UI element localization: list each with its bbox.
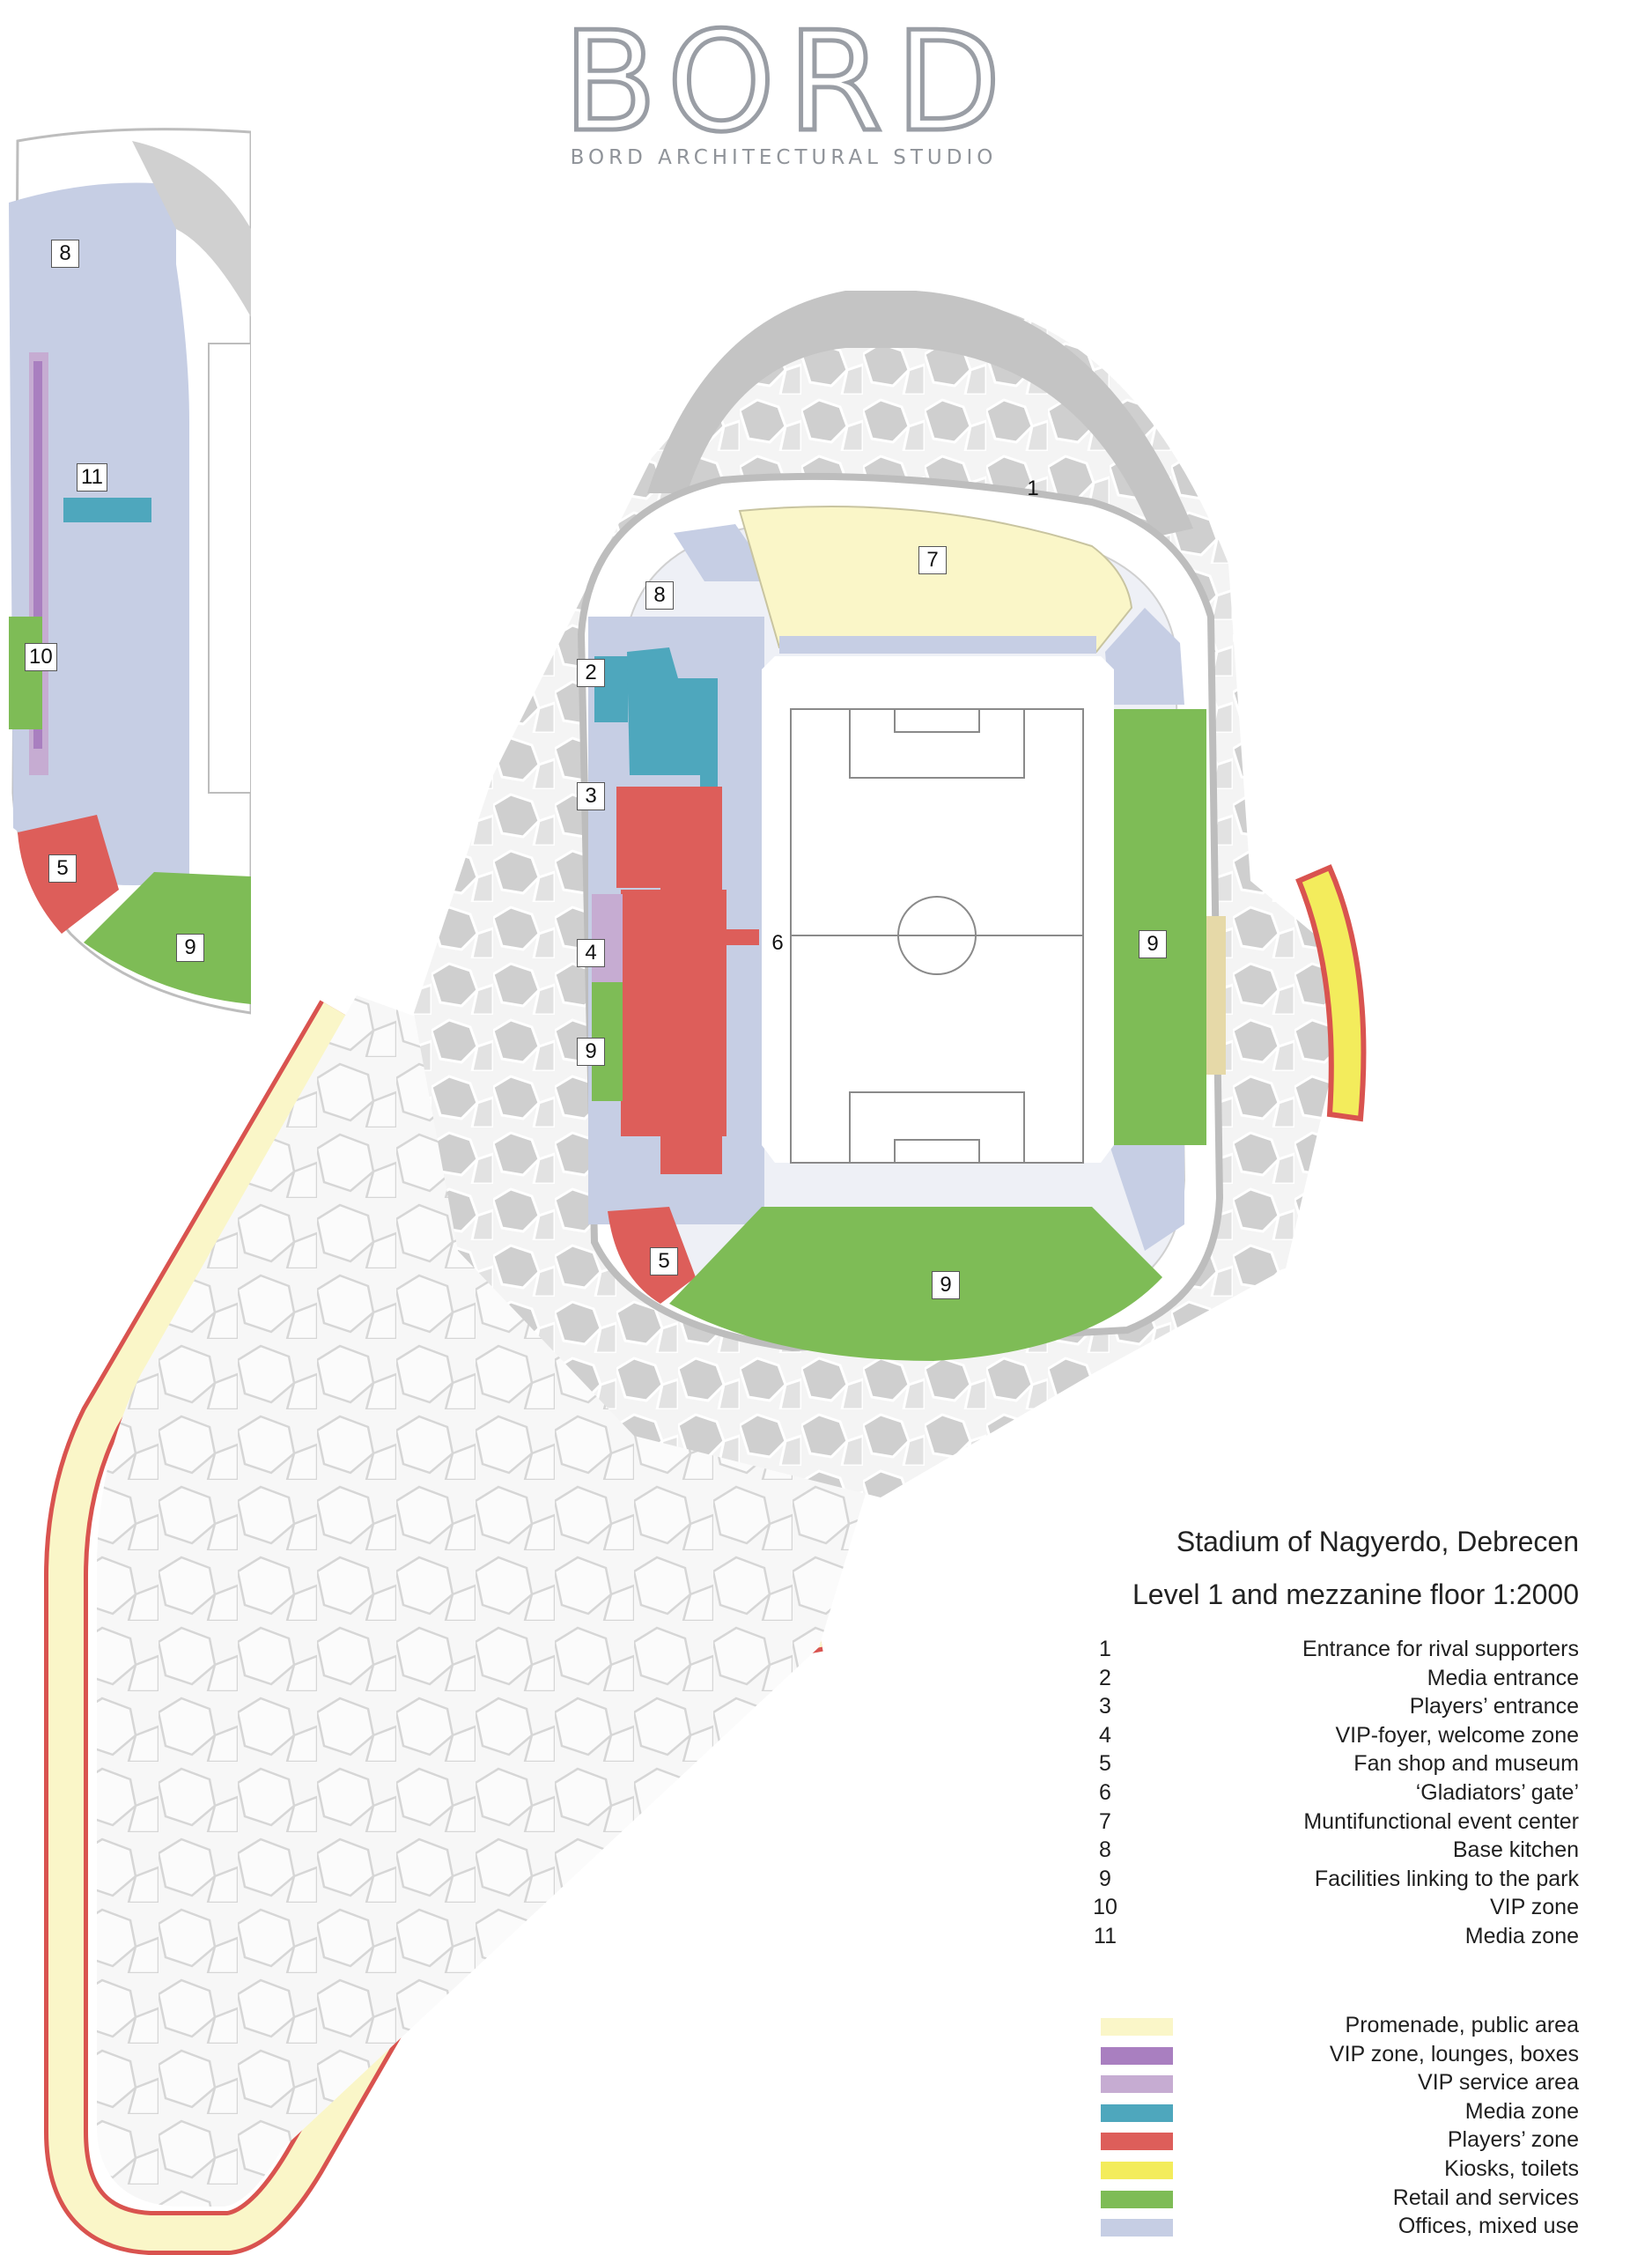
legend-number: 10 bbox=[1093, 1895, 1117, 1920]
legend-number: 3 bbox=[1099, 1694, 1111, 1719]
football-pitch bbox=[762, 656, 1114, 1164]
bord-logo-subtitle: BORD ARCHITECTURAL STUDIO bbox=[570, 146, 998, 169]
legend-label: Entrance for rival supporters bbox=[1302, 1637, 1579, 1661]
legend-label: Facilities linking to the park bbox=[1314, 1866, 1579, 1891]
color-key-label: Players’ zone bbox=[1447, 2127, 1579, 2153]
legend-label: Players’ entrance bbox=[1409, 1694, 1579, 1719]
plan-label-9-east: 9 bbox=[1139, 930, 1167, 958]
legend-item: 5 Fan shop and museum bbox=[1092, 1751, 1579, 1778]
legend-label: ‘Gladiators’ gate’ bbox=[1415, 1780, 1579, 1805]
legend-label: Base kitchen bbox=[1452, 1837, 1579, 1863]
legend-label: Media entrance bbox=[1427, 1665, 1579, 1690]
corner-offices-nw bbox=[674, 524, 775, 581]
plan-subtitle: Level 1 and mezzanine floor 1:2000 bbox=[1132, 1578, 1579, 1610]
east-kiosk-strip bbox=[1295, 864, 1367, 1122]
plan-label-7: 7 bbox=[918, 546, 947, 574]
color-key-item: Promenade, public area bbox=[1092, 2013, 1579, 2040]
zone-media bbox=[627, 647, 718, 925]
legend-label: Media zone bbox=[1464, 1924, 1579, 1948]
legend-item: 7 Muntifunctional event center bbox=[1092, 1809, 1579, 1837]
inset-mezzanine-plan bbox=[9, 128, 251, 1015]
color-swatch bbox=[1101, 2162, 1173, 2179]
legend-label: VIP zone bbox=[1489, 1895, 1579, 1920]
plan-label-1: 1 bbox=[1027, 477, 1039, 500]
color-key-item: VIP zone, lounges, boxes bbox=[1092, 2042, 1579, 2069]
legend-item: 1 Entrance for rival supporters bbox=[1092, 1637, 1579, 1664]
color-swatch bbox=[1101, 2075, 1173, 2094]
legend-number: 7 bbox=[1099, 1808, 1111, 1834]
zone-9-south-retail bbox=[669, 1207, 1162, 1361]
legend-item: 10 VIP zone bbox=[1092, 1895, 1579, 1922]
color-key-label: Media zone bbox=[1464, 2098, 1579, 2124]
legend-item: 8 Base kitchen bbox=[1092, 1837, 1579, 1865]
color-swatch bbox=[1101, 2018, 1173, 2036]
legend-number: 9 bbox=[1099, 1866, 1111, 1891]
color-key-item: Kiosks, toilets bbox=[1092, 2156, 1579, 2184]
legend-item: 4 VIP-foyer, welcome zone bbox=[1092, 1723, 1579, 1750]
legend-number: 1 bbox=[1099, 1637, 1111, 1661]
legend-item: 11 Media zone bbox=[1092, 1924, 1579, 1951]
plan-label-8: 8 bbox=[645, 581, 674, 610]
legend-label: VIP-foyer, welcome zone bbox=[1335, 1722, 1579, 1748]
zone-7-event-centre bbox=[738, 506, 1133, 654]
inset-label-5: 5 bbox=[48, 854, 77, 883]
corner-offices-ne bbox=[1105, 608, 1184, 705]
legend-item: 2 Media entrance bbox=[1092, 1666, 1579, 1693]
color-key-label: Kiosks, toilets bbox=[1444, 2156, 1579, 2181]
plan-label-9-west: 9 bbox=[577, 1038, 605, 1066]
legend-label: Muntifunctional event center bbox=[1303, 1808, 1579, 1834]
inset-label-10: 10 bbox=[25, 643, 57, 671]
north-arc bbox=[647, 291, 1193, 537]
color-key-item: Retail and services bbox=[1092, 2185, 1579, 2213]
legend-number: 6 bbox=[1099, 1780, 1111, 1805]
plan-label-2: 2 bbox=[577, 659, 605, 687]
zone-9-east-retail bbox=[1114, 709, 1206, 1145]
color-swatch bbox=[1101, 2190, 1173, 2208]
color-key-label: VIP service area bbox=[1418, 2070, 1579, 2096]
legend-number: 5 bbox=[1099, 1751, 1111, 1777]
park-ground bbox=[97, 995, 881, 2207]
legend-number: 4 bbox=[1099, 1722, 1111, 1748]
zone-8-kitchen bbox=[616, 617, 704, 634]
color-swatch bbox=[1101, 2133, 1173, 2151]
legend-number: 8 bbox=[1099, 1837, 1111, 1863]
color-key-item: Offices, mixed use bbox=[1092, 2214, 1579, 2241]
zone-6-gladiators-gate bbox=[722, 929, 759, 945]
color-swatch bbox=[1101, 2219, 1173, 2237]
plan-title: Stadium of Nagyerdo, Debrecen bbox=[1176, 1526, 1579, 1557]
plan-label-6: 6 bbox=[771, 931, 784, 955]
plan-label-9-south: 9 bbox=[932, 1271, 960, 1299]
color-key-label: Offices, mixed use bbox=[1398, 2214, 1579, 2239]
color-key-item: Media zone bbox=[1092, 2099, 1579, 2126]
zone-players-lower bbox=[621, 890, 726, 1136]
color-swatch bbox=[1101, 2046, 1173, 2065]
legend-label: Fan shop and museum bbox=[1353, 1751, 1579, 1777]
east-annex bbox=[1206, 916, 1226, 1075]
legend-number: 2 bbox=[1099, 1665, 1111, 1690]
legend-item: 3 Players’ entrance bbox=[1092, 1694, 1579, 1721]
bord-logo: BORD bbox=[561, 2, 1014, 162]
inset-label-9: 9 bbox=[176, 934, 204, 962]
color-key-item: VIP service area bbox=[1092, 2070, 1579, 2097]
color-key-label: Promenade, public area bbox=[1345, 2013, 1579, 2037]
color-swatch bbox=[1101, 2103, 1173, 2122]
inset-label-11: 11 bbox=[77, 463, 107, 492]
plan-label-5: 5 bbox=[650, 1247, 678, 1275]
color-key-label: Retail and services bbox=[1392, 2185, 1579, 2210]
color-key-label: VIP zone, lounges, boxes bbox=[1329, 2041, 1579, 2066]
legend-item: 9 Facilities linking to the park bbox=[1092, 1867, 1579, 1894]
zone-4-vip-foyer bbox=[592, 894, 623, 982]
inset-label-8: 8 bbox=[51, 240, 79, 268]
color-key-item: Players’ zone bbox=[1092, 2127, 1579, 2155]
plan-label-4: 4 bbox=[577, 939, 605, 967]
plan-label-3: 3 bbox=[577, 782, 605, 810]
corner-offices-se bbox=[1110, 1145, 1184, 1251]
legend-item: 6 ‘Gladiators’ gate’ bbox=[1092, 1780, 1579, 1808]
legend-number: 11 bbox=[1094, 1924, 1117, 1948]
